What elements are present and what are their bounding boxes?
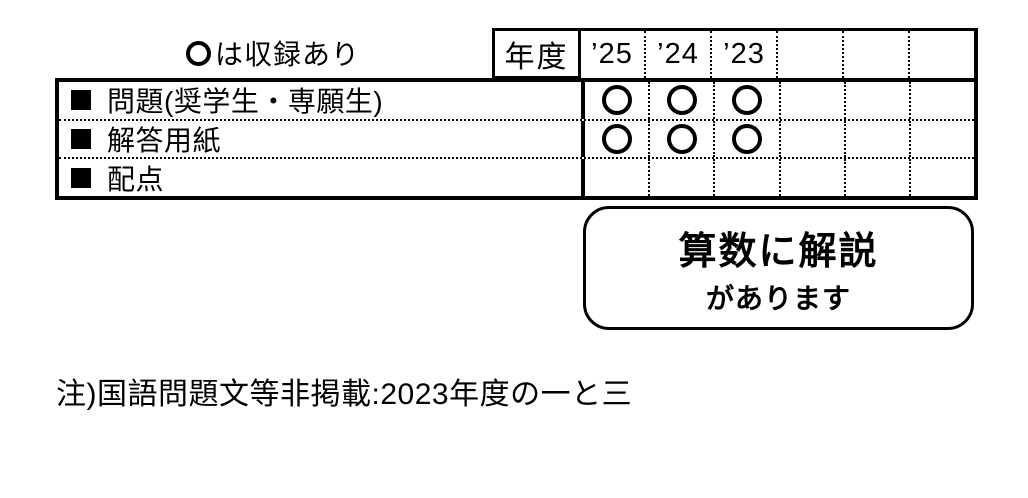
mark-cell — [648, 120, 713, 158]
mark-cell — [778, 120, 844, 158]
mark-cell — [843, 120, 909, 158]
black-square-bullet-icon — [71, 90, 91, 111]
marks-row — [581, 159, 974, 197]
circle-icon — [186, 40, 211, 66]
row-label-cell: 問題(奨学生・専願生) — [59, 82, 581, 119]
mark-cell — [585, 82, 648, 119]
mark-cell — [713, 159, 778, 197]
contents-table: 問題(奨学生・専願生) 解答用紙 — [55, 78, 978, 200]
year-column-header — [908, 31, 974, 78]
callout-line1: 算数に解説 — [678, 230, 879, 273]
year-header-row: ’25 ’24 ’23 — [580, 28, 978, 78]
mark-cell — [778, 82, 844, 119]
year-column-header: ’23 — [710, 31, 776, 78]
mark-cell — [908, 120, 974, 158]
mark-cell — [908, 82, 974, 119]
black-square-bullet-icon — [71, 167, 91, 188]
mark-cell — [778, 159, 844, 197]
table-row: 問題(奨学生・専願生) — [59, 82, 974, 121]
marks-row — [581, 120, 974, 158]
row-label-cell: 解答用紙 — [59, 121, 581, 158]
row-label-cell: 配点 — [59, 159, 581, 196]
row-label: 解答用紙 — [107, 125, 222, 157]
mark-cell — [648, 82, 713, 119]
table-row: 配点 — [59, 159, 974, 197]
year-column-header — [842, 31, 908, 78]
mark-cell — [585, 159, 648, 196]
mark-cell — [843, 159, 909, 197]
black-square-bullet-icon — [71, 129, 91, 149]
year-column-header: ’25 — [591, 38, 633, 70]
marks-row — [581, 82, 974, 119]
year-column-header: ’24 — [644, 31, 710, 78]
mark-cell — [585, 121, 648, 158]
callout-box: 算数に解説 があります — [583, 206, 974, 330]
row-label: 問題(奨学生・専願生) — [107, 86, 384, 118]
mark-cell — [648, 159, 713, 197]
mark-cell — [713, 120, 778, 158]
mark-cell — [843, 82, 909, 119]
legend-text: は収録あり — [215, 39, 361, 70]
year-header-label: 年度 — [492, 28, 581, 79]
mark-cell — [908, 159, 974, 197]
year-column-header — [776, 31, 842, 78]
table-row: 解答用紙 — [59, 120, 974, 160]
callout-line2: があります — [705, 282, 851, 314]
footnote: 注)国語問題文等非掲載:2023年度の一と三 — [56, 378, 633, 411]
mark-cell — [713, 82, 778, 119]
row-label: 配点 — [107, 163, 165, 195]
legend: は収録あり — [186, 36, 360, 70]
